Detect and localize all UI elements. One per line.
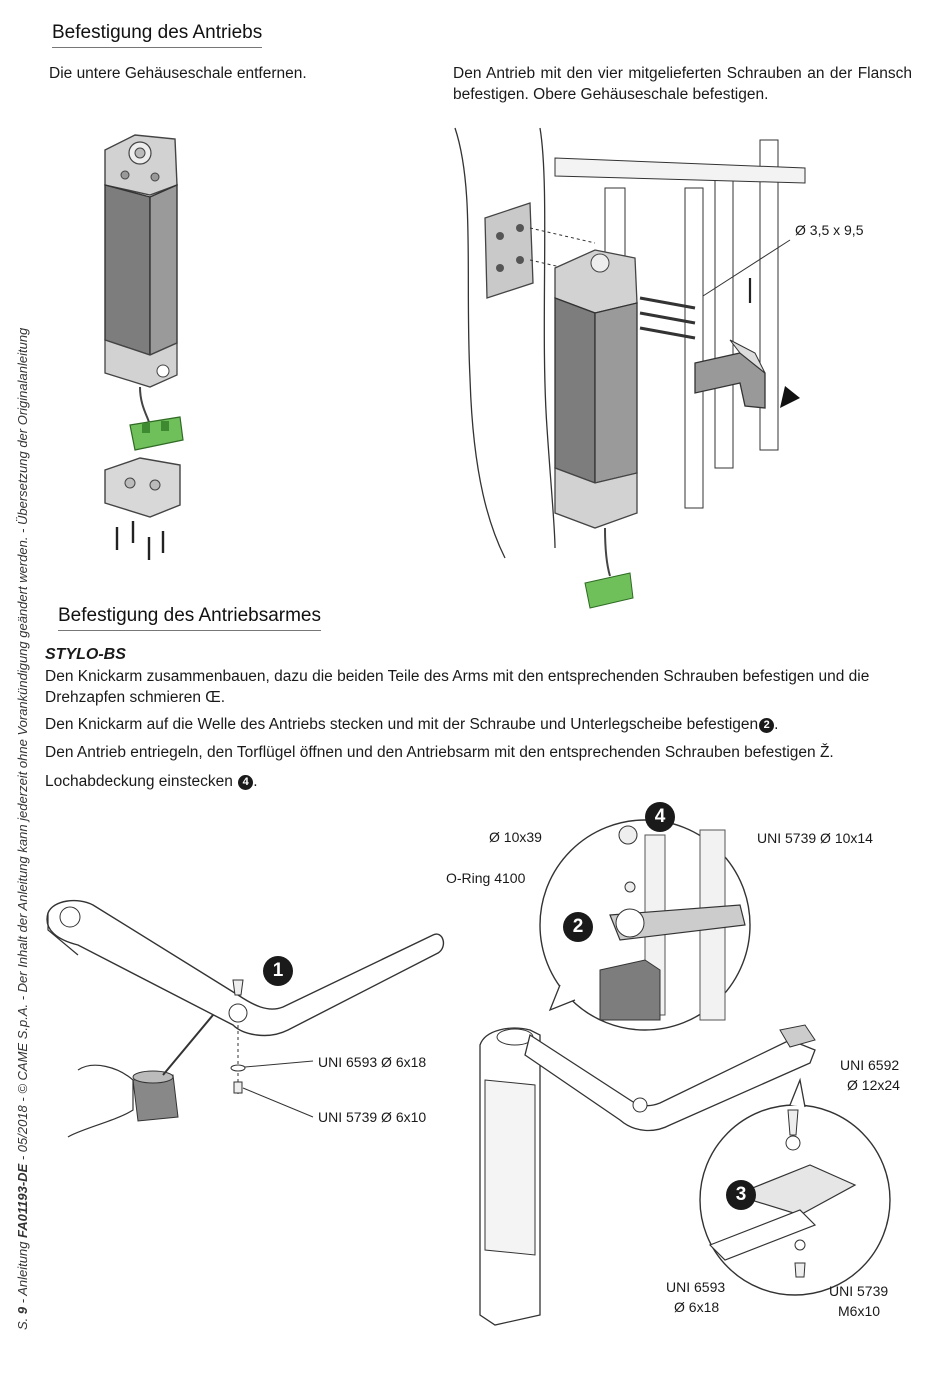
- gate-illustration: [454, 127, 806, 609]
- step-badge-2: 2: [563, 912, 593, 942]
- sidebar-prefix: S.: [15, 1314, 30, 1330]
- arm-illustration: [46, 899, 445, 1138]
- label-d6x18: Ø 6x18: [674, 1299, 720, 1315]
- paragraph-period: .: [253, 773, 258, 790]
- paragraph-unlock-drive: Den Antrieb entriegeln, den Torflügel öf…: [45, 744, 834, 761]
- label-screw-size: Ø 3,5 x 9,5: [795, 222, 864, 238]
- arm-mounting-illustration: [479, 819, 891, 1326]
- label-uni6593-6x18: UNI 6593 Ø 6x18: [318, 1054, 427, 1070]
- motor-illustration: [104, 134, 184, 560]
- label-d10x39: Ø 10x39: [489, 829, 542, 845]
- step-badge-4: 4: [645, 802, 675, 832]
- screw-icon: [115, 521, 165, 560]
- paragraph-hole-cover: Lochabdeckung einstecken 4.: [45, 771, 905, 792]
- step-text-remove-shell: Die untere Gehäuseschale entfernen.: [49, 65, 307, 82]
- section-title-antrieb: Befestigung des Antriebs: [52, 22, 263, 48]
- paragraph-fit-arm-text: Den Knickarm auf die Welle des Antriebs …: [45, 716, 759, 733]
- label-uni5739-6x10: UNI 5739 Ø 6x10: [318, 1109, 427, 1125]
- step-marker-2: 2: [759, 718, 775, 733]
- paragraph-assemble-arm: Den Knickarm zusammenbauen, dazu die bei…: [45, 668, 870, 706]
- label-d12x24: Ø 12x24: [847, 1077, 900, 1093]
- step-marker-4: 4: [238, 775, 254, 790]
- step-badge-1: 1: [263, 956, 293, 986]
- section-title-antriebsarm: Befestigung des Antriebsarmes: [58, 605, 321, 631]
- paragraph-period: .: [774, 716, 779, 733]
- sidebar-sep: - Anleitung: [15, 1237, 30, 1307]
- model-name: STYLO-BS: [45, 646, 126, 663]
- paragraph-hole-cover-text: Lochabdeckung einstecken: [45, 773, 233, 790]
- step-text-fix-drive: Den Antrieb mit den vier mitgelieferten …: [453, 65, 912, 103]
- page-number: 9: [15, 1306, 30, 1315]
- label-uni5739-10x14: UNI 5739 Ø 10x14: [757, 830, 873, 846]
- sidebar-rest: - 05/2018 - © CAME S.p.A. - Der Inhalt d…: [15, 327, 30, 1164]
- step-badge-3: 3: [726, 1180, 756, 1210]
- manual-code: FA01193-DE: [15, 1163, 30, 1238]
- label-uni6593: UNI 6593: [666, 1279, 726, 1295]
- paragraph-fit-arm: Den Knickarm auf die Welle des Antriebs …: [45, 714, 905, 735]
- label-oring-4100: O-Ring 4100: [446, 870, 526, 886]
- sidebar-footer-text: S. 9 - Anleitung FA01193-DE - 05/2018 - …: [15, 328, 30, 1330]
- label-uni5739-m: UNI 5739: [829, 1283, 889, 1299]
- label-m6x10: M6x10: [838, 1303, 881, 1319]
- oil-can-icon: [67, 1014, 214, 1138]
- label-uni6592: UNI 6592: [840, 1057, 900, 1073]
